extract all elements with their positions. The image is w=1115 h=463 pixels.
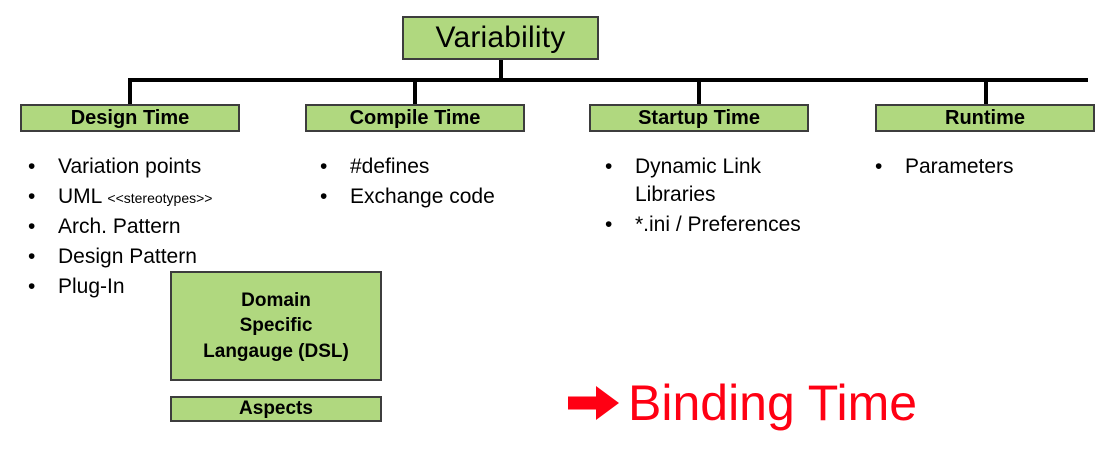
bullet-icon: • [28,184,36,208]
bullet-icon: • [320,155,328,178]
aspects-box[interactable]: Aspects [170,396,382,422]
bullet-list-runtime: • Parameters [875,153,1105,183]
list-item: • UML <<stereotypes>> [28,183,298,211]
list-item: • Design Pattern [28,243,298,271]
connector-root-stem [499,60,503,82]
list-item-label: Exchange code [350,184,495,208]
bullet-icon: • [875,155,883,178]
column-header-runtime[interactable]: Runtime [875,104,1095,132]
column-header-compile-time[interactable]: Compile Time [305,104,525,132]
right-arrow-icon [566,379,622,427]
bullet-icon: • [320,184,328,208]
list-item-label: Dynamic Link Libraries [635,155,762,206]
list-item: • Plug-In [28,273,298,301]
column-header-label: Startup Time [638,106,760,129]
list-item: • #defines [320,153,580,181]
connector-drop-design-time [128,78,132,106]
list-item: • *.ini / Preferences [605,211,855,239]
bullet-list-startup-time: • Dynamic Link Libraries • *.ini / Prefe… [605,153,855,241]
list-item: • Variation points [28,153,298,181]
connector-horizontal-bus-right [982,78,1088,82]
dsl-line-2: Specific [239,315,313,337]
list-item-label: #defines [350,155,430,178]
column-header-label: Runtime [945,106,1025,129]
bullet-icon: • [605,212,613,236]
root-box-label: Variability [435,21,566,54]
bullet-icon: • [28,214,36,238]
list-item: • Arch. Pattern [28,213,298,241]
column-header-label: Design Time [70,106,190,129]
binding-time-callout: Binding Time [566,378,917,428]
connector-drop-startup-time [697,78,701,106]
list-item: • Exchange code [320,183,580,211]
list-item-label: UML <<stereotypes>> [58,183,298,211]
bullet-icon: • [28,274,36,298]
column-header-startup-time[interactable]: Startup Time [589,104,809,132]
dsl-line-3: Langauge (DSL) [203,340,349,362]
bullet-icon: • [28,244,36,268]
list-item-label: *.ini / Preferences [635,212,801,236]
dsl-box[interactable]: Domain Specific Langauge (DSL) [170,271,382,381]
bullet-list-compile-time: • #defines • Exchange code [320,153,580,213]
column-header-label: Compile Time [349,106,481,129]
list-item: • Dynamic Link Libraries [605,153,855,209]
list-item-stereotype-tag: <<stereotypes>> [107,189,213,206]
connector-drop-compile-time [413,78,417,106]
list-item-text: UML [58,184,108,208]
bullet-icon: • [28,155,36,178]
dsl-line-1: Domain [241,290,311,312]
aspects-label: Aspects [239,398,313,420]
bullet-list-design-time: • Variation points • UML <<stereotypes>>… [28,153,298,303]
bullet-icon: • [605,155,613,178]
connector-drop-runtime [984,78,988,106]
list-item-label: Plug-In [58,274,125,298]
root-box-variability[interactable]: Variability [402,16,599,60]
list-item: • Parameters [875,153,1105,181]
list-item-label: Variation points [58,155,202,178]
connector-horizontal-bus [128,78,986,82]
binding-time-label: Binding Time [628,375,918,431]
column-header-design-time[interactable]: Design Time [20,104,240,132]
list-item-label: Design Pattern [58,244,197,268]
list-item-label: Arch. Pattern [58,214,181,238]
list-item-label: Parameters [905,155,1014,178]
